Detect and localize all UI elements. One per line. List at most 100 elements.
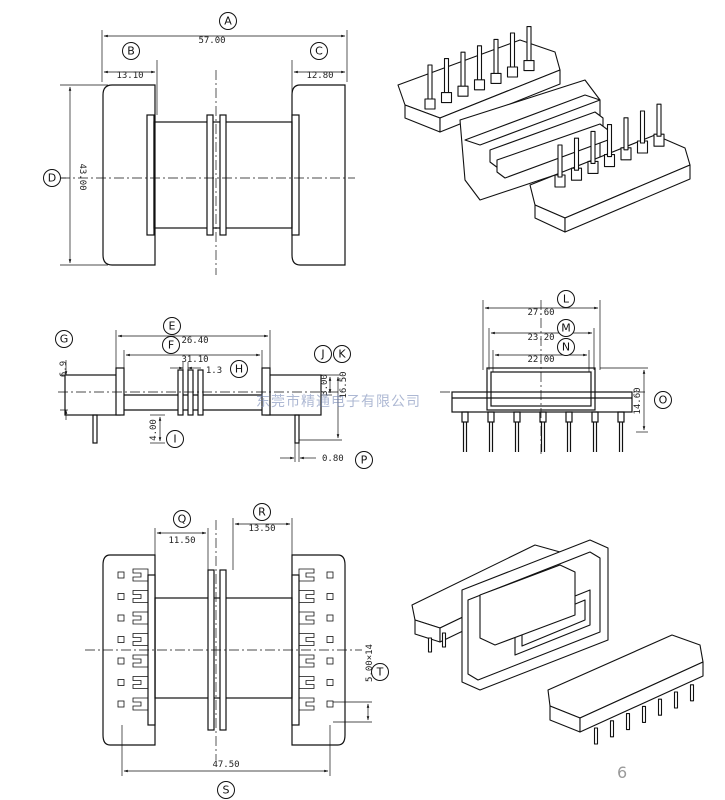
- isometric-pins-bottom: [427, 632, 695, 745]
- balloon-j: J: [314, 345, 332, 363]
- balloon-c: C: [310, 42, 328, 60]
- company-watermark: 东莞市精通电子有限公司: [256, 393, 421, 410]
- balloon-letter: F: [168, 339, 174, 352]
- balloon-letter: J: [320, 348, 324, 361]
- balloon-letter: C: [315, 45, 323, 58]
- balloon-p: P: [355, 451, 373, 469]
- pin-slot-right: [298, 590, 315, 603]
- iso-pin-under-front: [657, 698, 663, 716]
- balloon-letter: P: [361, 454, 368, 467]
- dim-c-value: 12.80: [306, 71, 333, 81]
- iso-pin-front: [590, 130, 596, 164]
- balloon-letter: D: [48, 172, 56, 185]
- balloon-b: B: [122, 42, 140, 60]
- balloon-circle: [219, 12, 237, 30]
- pin-slot-left: [132, 611, 149, 625]
- iso-pin-under-front: [641, 705, 647, 723]
- balloon-l: L: [557, 290, 575, 308]
- front-view-labels: 27.60 23.20 22.00 14.60: [527, 308, 643, 415]
- pin-slot-right: [298, 568, 315, 582]
- balloon-i: I: [166, 430, 184, 448]
- front-view: [440, 300, 648, 455]
- balloon-circle: [253, 503, 271, 521]
- pad-right: [326, 657, 334, 665]
- balloon-circle: [371, 663, 389, 681]
- top-view-labels: 57.00 13.10 12.80 43.00: [77, 36, 334, 191]
- bottom-view-labels: 11.50 13.50 47.50 5.00×14: [168, 524, 375, 770]
- balloon-circle: [355, 451, 373, 469]
- bottom-view-pads: [117, 568, 334, 711]
- front-pin-base: [617, 411, 625, 423]
- dim-t-value: 5.00×14: [365, 644, 375, 682]
- balloon-circle: [557, 319, 575, 337]
- pin-slot-left: [132, 697, 149, 711]
- pad-right: [326, 571, 334, 579]
- pin-slot-right: [298, 611, 315, 625]
- dim-l-value: 27.60: [527, 308, 554, 318]
- pin-slot-right: [298, 697, 315, 711]
- dim-j-value: 3.00: [320, 374, 330, 396]
- pad-left: [117, 700, 125, 708]
- pad-right: [326, 614, 334, 622]
- front-pin-base: [513, 411, 521, 423]
- balloon-circle: [557, 338, 575, 356]
- dim-o-value: 14.60: [633, 387, 643, 414]
- front-pin-base: [539, 411, 547, 423]
- pin-slot-right: [298, 654, 315, 668]
- pad-left: [117, 679, 125, 686]
- balloon-letter: E: [169, 320, 176, 333]
- balloon-circle: [310, 42, 328, 60]
- iso-pin-boss-back: [506, 66, 519, 78]
- iso-pin-front: [557, 144, 563, 178]
- balloon-q: Q: [173, 510, 191, 528]
- iso-pin-boss-back: [440, 92, 453, 104]
- dim-d-value: 43.00: [77, 163, 87, 190]
- balloon-letter: O: [659, 394, 668, 407]
- balloon-circle: [122, 42, 140, 60]
- dim-a-value: 57.00: [198, 36, 225, 46]
- balloon-letter: Q: [178, 513, 187, 526]
- iso-pin-boss-back: [424, 98, 436, 110]
- pin-slot-left: [132, 654, 149, 668]
- iso-pin-under-back: [441, 632, 447, 648]
- balloon-e: E: [163, 317, 181, 335]
- balloon-o: O: [654, 391, 672, 409]
- iso-pin-under-front: [609, 720, 615, 738]
- balloon-circle: [314, 345, 332, 363]
- balloon-letter: T: [376, 666, 384, 679]
- iso-pin-boss-back: [473, 79, 486, 91]
- balloon-letter: M: [561, 322, 571, 335]
- balloon-k: K: [333, 345, 351, 363]
- pad-left: [117, 636, 125, 643]
- dim-b-value: 13.10: [116, 71, 143, 81]
- dim-i-value: 4.00: [149, 419, 159, 441]
- balloon-letter: S: [223, 784, 230, 797]
- pin-slot-left: [132, 568, 149, 582]
- iso-pin-front: [623, 117, 629, 151]
- pad-right: [326, 593, 334, 600]
- pin-slot-right: [298, 676, 315, 689]
- isometric-view-bottom: [411, 539, 704, 733]
- pin-slot-left: [132, 590, 149, 603]
- iso-pin-under-front: [689, 684, 695, 702]
- balloon-letter: R: [258, 506, 266, 519]
- pad-left: [117, 593, 125, 600]
- balloon-g: G: [55, 330, 73, 348]
- isometric-pins-top: [424, 26, 665, 188]
- balloon-circle: [173, 510, 191, 528]
- dim-g-value: 6.9: [59, 361, 69, 377]
- balloon-circle: [166, 430, 184, 448]
- balloon-circle: [230, 360, 248, 378]
- iso-pin-front: [606, 124, 613, 158]
- balloon-letter: L: [563, 293, 570, 306]
- balloon-letter: G: [60, 333, 69, 346]
- iso-pin-front: [639, 110, 646, 144]
- dim-e-value: 26.40: [181, 336, 208, 346]
- dim-r-value: 13.50: [248, 524, 275, 534]
- balloon-circle: [163, 317, 181, 335]
- iso-pin-under-front: [673, 691, 679, 709]
- balloon-d: D: [43, 169, 61, 187]
- balloon-a: A: [219, 12, 237, 30]
- balloon-circle: [162, 336, 180, 354]
